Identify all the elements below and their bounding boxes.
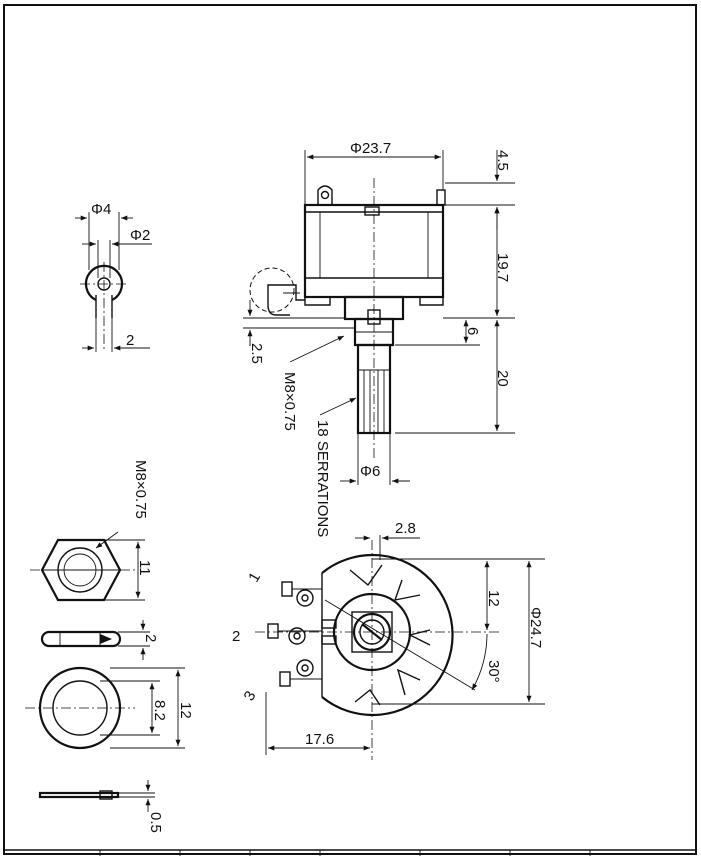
serrations-label: 18 SERRATIONS (314, 420, 331, 537)
potentiometer-rear-view (255, 540, 500, 760)
terminal-2-label: 2 (232, 628, 240, 645)
body-diameter-label: Φ23.7 (350, 140, 391, 157)
rear-angle-label: 30° (485, 660, 502, 683)
terminal-width-label: 2 (126, 332, 134, 349)
main-view-dimensions: Φ23.7 4.5 19.7 6 20 2.5 M8×0.75 18 SERRA… (243, 140, 515, 537)
rear-outer-diameter-label: Φ24.7 (527, 607, 544, 648)
terminal-outer-diameter-label: Φ4 (91, 201, 111, 218)
terminal-1-label: 1 (245, 569, 264, 585)
body-height-label: 19.7 (494, 253, 511, 282)
terminal-offset-label: 2.8 (395, 520, 416, 537)
sheet-frame (3, 4, 697, 856)
washer-inner-diameter-label: 8.2 (151, 700, 168, 721)
bushing-length-label: 6 (464, 327, 481, 335)
terminal-3-label: 3 (241, 688, 260, 704)
terminal-hole-diameter-label: Φ2 (130, 227, 150, 244)
rear-radius-offset-label: 12 (485, 590, 502, 607)
shaft-diameter-label: Φ6 (360, 463, 380, 480)
washer-outer-diameter-label: 12 (177, 702, 194, 719)
nut-across-flats-label: 11 (136, 560, 153, 576)
shaft-length-label: 20 (494, 370, 511, 387)
nut-thread-label: M8×0.75 (132, 460, 149, 519)
thread-label: M8×0.75 (281, 372, 298, 431)
potentiometer-side-view (249, 178, 446, 460)
nut-thickness-label: 2 (142, 634, 159, 642)
terminal-detail-view: Φ4 Φ2 2 (75, 201, 152, 352)
washer-thickness-label: 0.5 (147, 812, 164, 833)
washer-view: 8.2 12 0.5 (25, 666, 194, 833)
hex-nut-view: 11 M8×0.75 2 (30, 460, 159, 660)
bracket-offset-label: 2.5 (248, 343, 265, 364)
top-height-label: 4.5 (494, 150, 511, 171)
rear-horizontal-offset-label: 17.6 (305, 731, 334, 748)
